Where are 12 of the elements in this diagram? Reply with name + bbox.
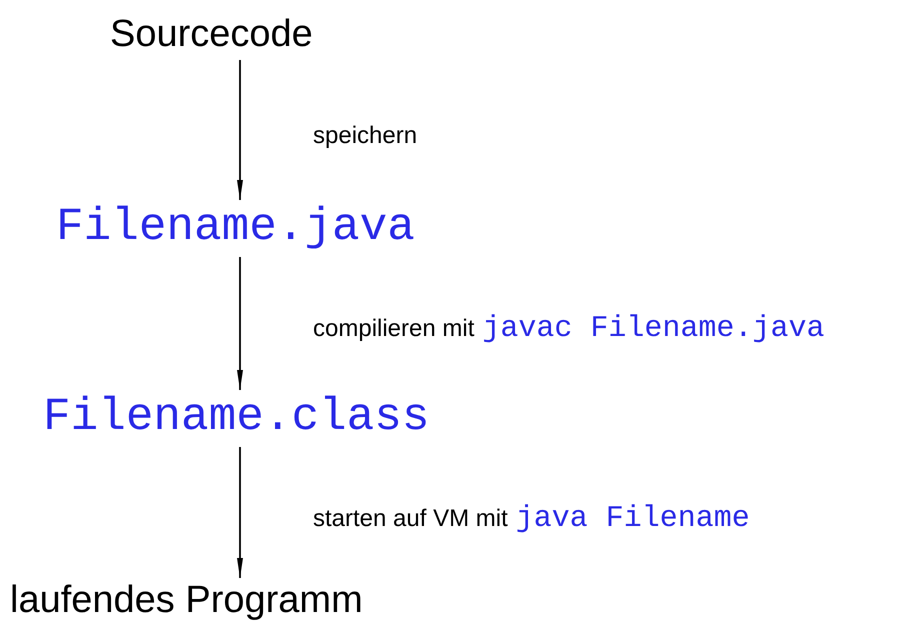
- edge-label: speichern: [313, 122, 418, 150]
- arrow: [237, 257, 243, 390]
- edge-label: starten auf VM mit: [313, 505, 508, 533]
- file-name: Filename.java: [56, 202, 415, 253]
- arrow: [237, 447, 243, 578]
- step-text: laufendes Programm: [10, 580, 363, 622]
- edge-label: compilieren mit: [313, 315, 474, 343]
- arrow: [237, 60, 243, 200]
- file-name: Filename.class: [43, 392, 430, 443]
- command-text: javac Filename.java: [482, 312, 824, 346]
- step-text: Sourcecode: [110, 14, 313, 56]
- command-text: java Filename: [516, 502, 750, 536]
